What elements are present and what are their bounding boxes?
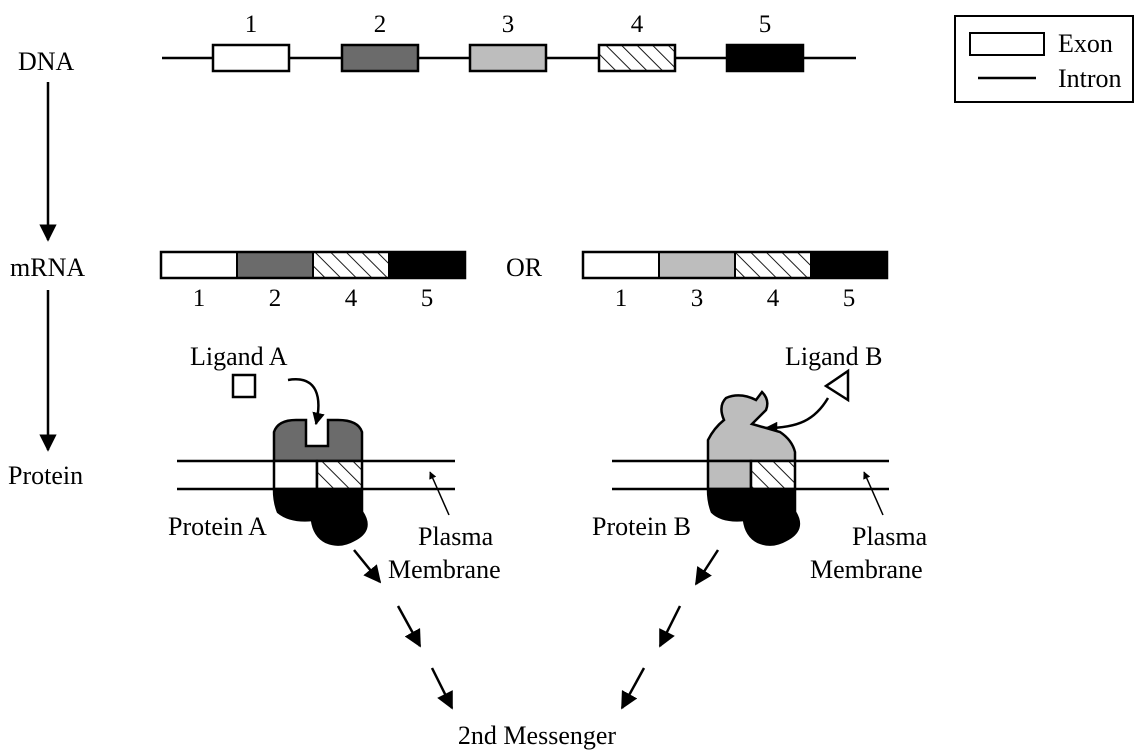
mrna-b-exon-number-5: 5 — [843, 285, 856, 312]
membrane-a-pointer — [429, 471, 450, 516]
mrna-a-exon-number-5: 5 — [421, 285, 434, 312]
protein-a-white-segment — [272, 459, 319, 491]
legend: Exon Intron — [954, 15, 1134, 103]
legend-intron-label: Intron — [1058, 64, 1122, 93]
membrane-a-label-line1: Plasma — [418, 522, 494, 551]
mrna-b-exon-number-3: 3 — [691, 285, 704, 312]
row-label-dna: DNA — [18, 47, 75, 76]
legend-exon-label: Exon — [1058, 29, 1113, 58]
signal-arrow-a-2 — [396, 605, 422, 648]
protein-b-grey-segment — [706, 459, 753, 491]
dna-exon-4 — [597, 43, 677, 73]
protein-b-bottom-domain — [706, 487, 801, 546]
ligand-b-label: Ligand B — [785, 342, 883, 371]
signal-arrows-a — [353, 549, 454, 710]
mrna-a-exon-4 — [313, 252, 389, 278]
dna-exon-number-5: 5 — [759, 11, 772, 38]
protein-b-shape — [706, 390, 801, 546]
protein-a-shape — [272, 418, 368, 546]
mrna-a-exon-number-1: 1 — [193, 285, 206, 312]
mrna-b-exon-number-1: 1 — [615, 285, 628, 312]
legend-exon-swatch — [969, 32, 1045, 56]
row-label-protein: Protein — [8, 461, 83, 490]
protein-a-label: Protein A — [168, 512, 267, 541]
signal-arrow-b-2 — [658, 605, 682, 648]
ligand-b-binding-arrow — [764, 397, 830, 435]
or-label: OR — [506, 253, 543, 282]
dna-exon-number-2: 2 — [374, 11, 387, 38]
mrna-a — [159, 250, 467, 280]
membrane-b-label-line1: Plasma — [852, 522, 928, 551]
mrna-a-exon-number-2: 2 — [269, 285, 282, 312]
second-messenger-label: 2nd Messenger — [458, 721, 616, 750]
mrna-a-exon-number-4: 4 — [345, 285, 358, 312]
signal-arrow-a-3 — [430, 667, 454, 710]
dna-exon-number-3: 3 — [502, 11, 515, 38]
ligand-b-triangle-icon — [823, 368, 850, 403]
membrane-b-label-line2: Membrane — [810, 555, 923, 584]
protein-a-top-domain — [272, 418, 364, 463]
membrane-b-pointer — [863, 471, 884, 516]
signal-arrows-b — [620, 549, 720, 710]
dna-exon-1 — [211, 43, 291, 73]
row-label-mrna: mRNA — [10, 253, 85, 282]
ligand-a-square-icon — [231, 373, 257, 399]
dna-exon-5 — [725, 43, 805, 73]
signal-arrow-b-1 — [694, 549, 720, 586]
protein-b-hatched-segment — [749, 459, 797, 491]
signal-arrow-a-1 — [353, 549, 382, 584]
mrna-b-exon-1 — [583, 252, 659, 278]
membrane-a-label-line2: Membrane — [388, 555, 501, 584]
mrna-a-exon-5 — [389, 252, 465, 278]
dna-exon-2 — [340, 43, 420, 73]
ligand-a-binding-arrow — [287, 378, 325, 426]
protein-a-hatched-segment — [315, 459, 364, 491]
mrna-b-exon-3 — [659, 252, 735, 278]
mrna-a-exon-2 — [237, 252, 313, 278]
protein-b-top-domain — [706, 390, 797, 463]
dna-exon-number-1: 1 — [245, 11, 258, 38]
mrna-b — [581, 250, 889, 280]
signal-arrow-b-3 — [620, 667, 646, 710]
mrna-b-exon-4 — [735, 252, 811, 278]
protein-a-bottom-domain — [272, 487, 368, 546]
mrna-b-exon-number-4: 4 — [767, 285, 780, 312]
protein-b-label: Protein B — [592, 512, 691, 541]
dna-exon-number-4: 4 — [631, 11, 644, 38]
dna-exon-3 — [468, 43, 548, 73]
ligand-a-label: Ligand A — [190, 342, 288, 371]
mrna-b-exon-5 — [811, 252, 887, 278]
legend-frame — [954, 15, 1134, 103]
mrna-a-exon-1 — [161, 252, 237, 278]
